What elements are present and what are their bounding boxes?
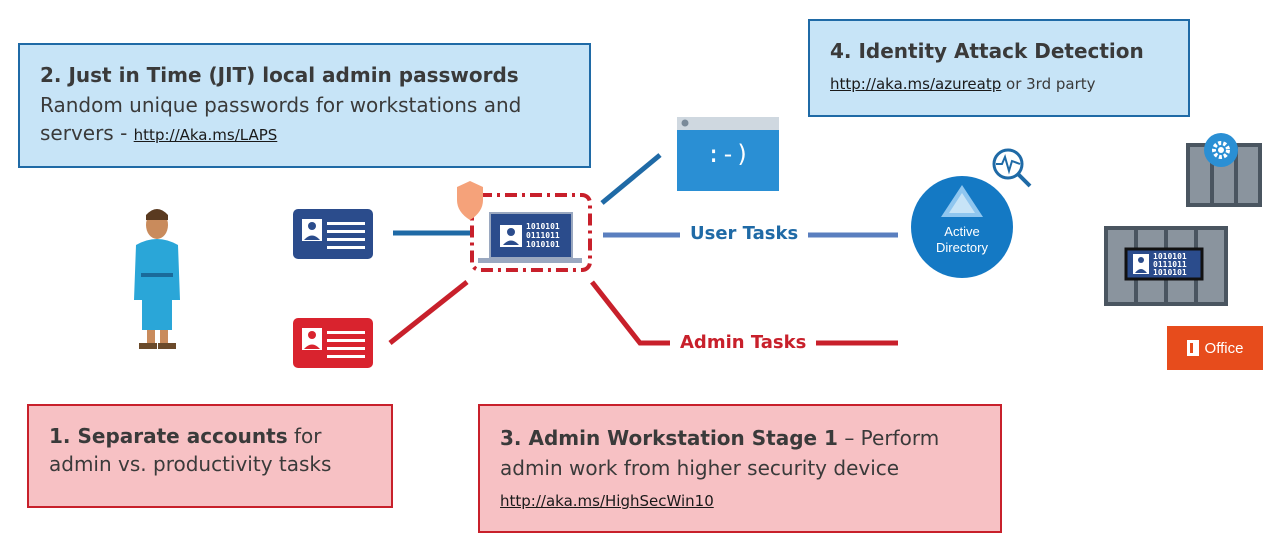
accounts-title-bold: 1. Separate accounts [49,424,288,448]
binary-line-2: 0111011 [526,231,560,240]
azureatp-link[interactable]: http://aka.ms/azureatp [830,75,1002,93]
person-icon [134,209,180,349]
admin-id-card-icon [293,318,373,368]
jit-title: 2. Just in Time (JIT) local admin passwo… [40,63,519,87]
accounts-title-rest: for [287,424,322,448]
office-tile: Office [1167,326,1263,370]
smiley-connector [600,153,662,205]
server-farm-icon [1104,226,1228,306]
office-label: Office [1204,339,1244,357]
workstation-title-bold: 3. Admin Workstation Stage 1 [500,426,838,450]
identity-suffix: or 3rd party [1001,75,1096,93]
gear-icon [1204,133,1238,167]
server-binary-line-1: 1010101 [1153,252,1187,261]
laptop-icon [478,212,582,263]
accounts-line1: 1. Separate accounts for [49,424,391,448]
identity-attack-detection-box: 4. Identity Attack Detection http://aka.… [808,19,1190,117]
identity-line: http://aka.ms/azureatp or 3rd party [830,75,1188,93]
workstation-line2: admin work from higher security device [500,456,900,480]
user-id-card-icon [293,209,373,259]
smiley-text: :-) [706,140,750,168]
admin-tasks-label: Admin Tasks [670,332,817,353]
laptop-binary: 1010101 0111011 1010101 [526,222,560,249]
server-binary-line-3: 1010101 [1153,268,1187,277]
jit-line2: servers - http://Aka.ms/LAPS [40,121,589,145]
office-icon [1186,340,1199,356]
shield-icon [457,181,483,220]
admin-card-connector [388,280,469,345]
separate-accounts-box: 1. Separate accounts for admin vs. produ… [27,404,393,508]
jit-line1: Random unique passwords for workstations… [40,93,522,117]
jit-line2-text: servers - [40,121,134,145]
ad-pyramid-overlay [941,185,983,217]
workstation-link-row: http://aka.ms/HighSecWin10 [500,492,1000,511]
ad-label-line1: Active [944,224,980,239]
admin-workstation-box: 3. Admin Workstation Stage 1 – Perform a… [478,404,1002,533]
highsecwin10-link[interactable]: http://aka.ms/HighSecWin10 [500,492,714,510]
server-binary: 1010101 0111011 1010101 [1153,253,1187,277]
binary-line-3: 1010101 [526,240,560,249]
active-directory-label: Active Directory [911,224,1013,256]
user-tasks-label: User Tasks [680,223,809,244]
workstation-line1: 3. Admin Workstation Stage 1 – Perform [500,426,1000,450]
jit-passwords-box: 2. Just in Time (JIT) local admin passwo… [18,43,591,168]
app-window-icon [677,117,779,191]
identity-title: 4. Identity Attack Detection [830,39,1144,63]
binary-line-1: 1010101 [526,222,560,231]
server-binary-line-2: 0111011 [1153,260,1187,269]
detection-magnifier-icon [992,148,1032,188]
accounts-line2: admin vs. productivity tasks [49,452,332,476]
workstation-title-rest: – Perform [837,426,940,450]
security-boundary [470,193,592,272]
laps-link[interactable]: http://Aka.ms/LAPS [133,126,278,144]
ad-label-line2: Directory [935,240,988,255]
